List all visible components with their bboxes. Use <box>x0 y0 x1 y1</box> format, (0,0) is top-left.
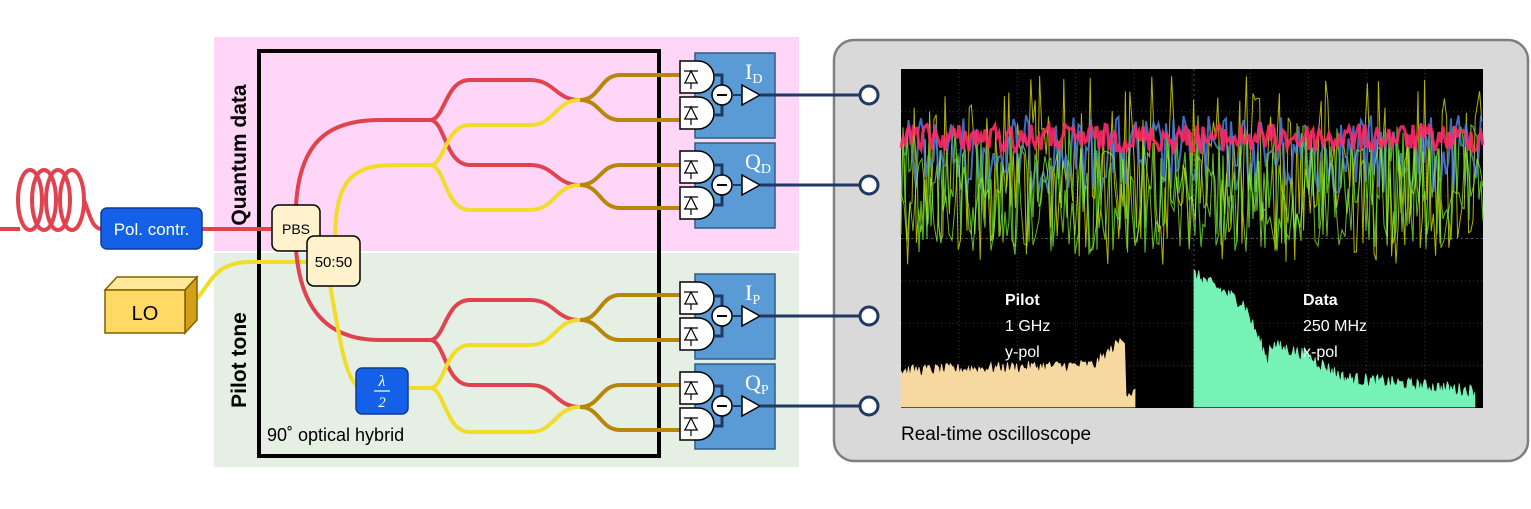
balanced-detector: QP <box>679 363 776 450</box>
photodiode-icon <box>679 407 715 441</box>
detector-label: ID <box>745 59 762 87</box>
scope-input-port <box>858 84 880 106</box>
scope-spectra <box>900 268 1476 408</box>
data-spectrum <box>1193 268 1476 408</box>
data-title: Data <box>1303 292 1338 309</box>
data-freq: 250 MHz <box>1303 318 1367 335</box>
pbs-label: PBS <box>282 221 310 237</box>
hwp-numerator: λ <box>378 373 386 390</box>
pilot-freq: 1 GHz <box>1005 318 1050 335</box>
scope-input-port <box>858 174 880 196</box>
hybrid-label: 90˚ optical hybrid <box>267 425 404 445</box>
photodiode-icon <box>679 281 715 315</box>
photodiode-icon <box>679 371 715 405</box>
signal-fibers <box>294 78 581 409</box>
splitter-50-50: 50:50 <box>306 235 361 287</box>
detector-label: QD <box>745 149 771 177</box>
fiber-coil <box>0 168 103 232</box>
data-pol: x-pol <box>1303 344 1338 361</box>
photodiode-icon <box>679 96 715 130</box>
oscilloscope-label: Real-time oscilloscope <box>901 424 1091 445</box>
pol-controller-label: Pol. contr. <box>114 220 190 239</box>
detector-label: IP <box>745 280 760 308</box>
pilot-pol: y-pol <box>1005 344 1040 361</box>
local-oscillator: LO <box>103 275 199 335</box>
pilot-spectrum <box>900 337 1136 408</box>
scope-trace <box>900 123 1484 256</box>
photodiode-icon <box>679 150 715 184</box>
photodiode-icon <box>679 60 715 94</box>
pol-controller: Pol. contr. <box>100 207 203 250</box>
splitter-label: 50:50 <box>315 254 353 271</box>
oscilloscope: Pilot 1 GHz y-pol Data 250 MHz x-pol Rea… <box>832 38 1530 463</box>
scope-trace <box>899 120 1485 157</box>
balanced-detector: ID <box>679 52 776 139</box>
optical-hybrid-frame <box>257 49 661 458</box>
lo-fibers <box>328 98 581 434</box>
scope-input-port <box>858 395 880 417</box>
quantum-data-label: Quantum data <box>228 84 251 225</box>
scope-input-port <box>858 305 880 327</box>
photodiode-icon <box>679 186 715 220</box>
scope-traces <box>899 75 1485 265</box>
lo-label: LO <box>132 303 159 325</box>
mixed-fibers <box>579 73 690 432</box>
scope-trace <box>900 145 1484 252</box>
detector-label: QP <box>745 370 769 398</box>
half-wave-plate: λ 2 <box>355 367 409 415</box>
photodiode-icon <box>679 317 715 351</box>
cables <box>760 84 880 417</box>
pilot-tone-label: Pilot tone <box>228 312 251 408</box>
detectors: ID QD IP QP <box>679 52 776 450</box>
hwp-denominator: 2 <box>378 395 386 411</box>
pilot-title: Pilot <box>1005 292 1040 309</box>
